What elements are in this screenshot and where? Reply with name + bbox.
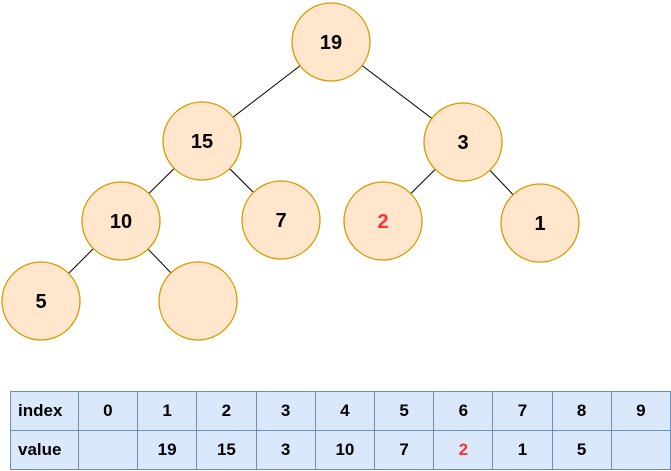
tree-node-circle-3: [423, 102, 503, 182]
tree-node-circle-10: [81, 181, 161, 261]
value-cell-1: 19: [136, 430, 198, 470]
tree-node-circle-1: [500, 183, 580, 263]
value-cell-5: 7: [374, 430, 435, 470]
tree-node-circle-empty: [158, 261, 238, 341]
index-cell-4: 4: [314, 391, 376, 431]
value-cell-3: 3: [255, 430, 316, 470]
tree-node-label-2: 2: [377, 211, 388, 233]
row-header-value: value: [10, 430, 79, 470]
value-cell-0: [77, 430, 138, 470]
index-cell-1: 1: [136, 391, 198, 431]
index-cell-8: 8: [551, 391, 612, 431]
index-cell-3: 3: [255, 391, 316, 431]
index-cell-6: 6: [433, 391, 494, 431]
index-cell-2: 2: [196, 391, 257, 431]
value-cell-2: 15: [196, 430, 257, 470]
index-cell-7: 7: [492, 391, 553, 431]
tree-node-label-7: 7: [275, 210, 286, 232]
index-cell-5: 5: [374, 391, 435, 431]
tree-node-label-10: 10: [110, 211, 132, 233]
tree-node-label-3: 3: [457, 132, 468, 154]
value-cell-8: 5: [551, 430, 612, 470]
tree-node-label-19: 19: [320, 32, 342, 54]
tree-node-circle-7: [241, 180, 321, 260]
value-cell-4: 10: [314, 430, 376, 470]
tree-node-circle-15: [162, 101, 242, 181]
value-cell-9: [610, 430, 671, 470]
tree-node-label-15: 15: [191, 131, 213, 153]
tree-node-circle-19: [291, 2, 371, 82]
tree-node-circle-5: [1, 261, 81, 341]
index-cell-0: 0: [77, 391, 138, 431]
tree-node-circle-2: [343, 181, 423, 261]
tree-node-label-1: 1: [534, 213, 545, 235]
tree-node-label-5: 5: [35, 291, 46, 313]
value-cell-6: 2: [433, 430, 494, 470]
row-header-index: index: [10, 391, 79, 431]
index-cell-9: 9: [610, 391, 671, 431]
value-cell-7: 1: [492, 430, 553, 470]
